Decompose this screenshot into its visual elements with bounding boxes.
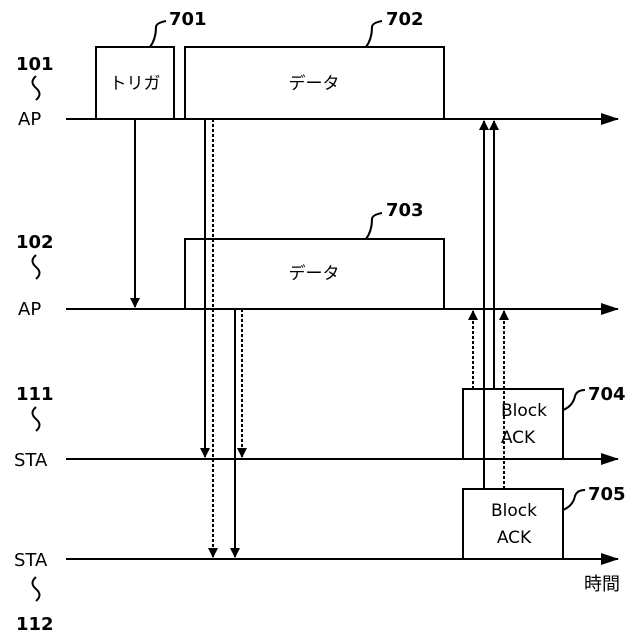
block-ack-1-ref: 704 <box>588 384 626 405</box>
trigger-label: トリガ <box>110 74 161 94</box>
block-ack-2-line2: ACK <box>497 528 532 548</box>
ap1-squiggle <box>33 76 40 100</box>
block-ack-2-leader <box>563 490 585 510</box>
trigger-ref: 701 <box>169 9 207 30</box>
sta2-ref: 112 <box>16 614 54 635</box>
ap1-ref: 101 <box>16 54 54 75</box>
ap1-label: AP <box>18 109 41 130</box>
ap2-squiggle <box>33 255 40 279</box>
block-ack-frame-1 <box>463 389 563 459</box>
block-ack-2-ref: 705 <box>588 484 626 505</box>
data-frame-2-ref: 703 <box>386 200 424 221</box>
data-frame-1-ref: 702 <box>386 9 424 30</box>
ap2-ref: 102 <box>16 232 54 253</box>
block-ack-frame-2 <box>463 489 563 559</box>
sta1-ref: 111 <box>16 384 54 405</box>
ap2-label: AP <box>18 299 41 320</box>
block-ack-1-line2: ACK <box>501 428 536 448</box>
data-frame-1-label: データ <box>289 73 340 94</box>
time-label: 時間 <box>584 574 620 595</box>
sta1-label: STA <box>14 450 48 471</box>
block-ack-1-leader <box>563 390 585 410</box>
sta1-squiggle <box>33 407 40 431</box>
data-frame-2-label: データ <box>289 263 340 284</box>
block-ack-2-line1: Block <box>491 501 537 521</box>
trigger-leader <box>150 21 166 47</box>
data-frame-1-leader <box>366 21 382 47</box>
sta2-label: STA <box>14 550 48 571</box>
sta2-squiggle <box>33 577 40 601</box>
block-ack-1-line1: Block <box>501 401 547 421</box>
data-frame-2-leader <box>366 213 382 239</box>
